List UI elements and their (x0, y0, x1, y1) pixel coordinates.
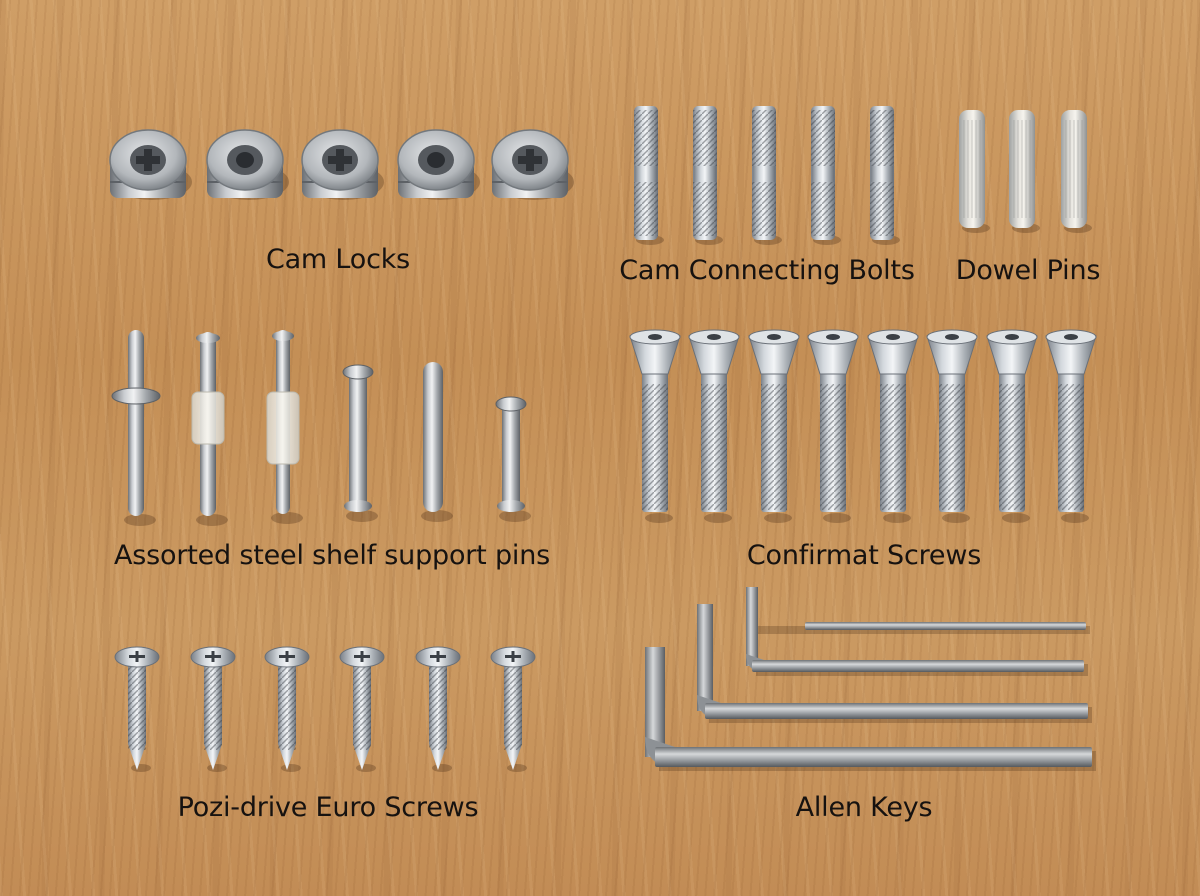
confirmat-screws-group (629, 329, 1097, 523)
label-euro-screws: Pozi-drive Euro Screws (177, 792, 479, 823)
confirmat-screw (629, 329, 681, 523)
confirmat-screw (926, 329, 978, 523)
cam-connecting-bolts-group (634, 106, 900, 245)
shelf-support-pin (266, 330, 303, 524)
euro-screws-group (114, 646, 536, 772)
label-allen-keys: Allen Keys (795, 792, 933, 823)
shelf-support-pin (342, 364, 378, 522)
cam-lock (491, 129, 574, 200)
shelf-support-pin (111, 330, 161, 526)
confirmat-screw (867, 329, 919, 523)
euro-screw (415, 646, 461, 772)
label-confirmat-screws: Confirmat Screws (746, 540, 982, 571)
label-dowel-pins: Dowel Pins (955, 255, 1101, 286)
dowel-pin (959, 110, 990, 233)
euro-screw (264, 646, 310, 772)
allen-key (756, 622, 1090, 634)
shelf-support-pin (191, 332, 228, 526)
cam-connecting-bolt (634, 106, 664, 245)
cam-lock (397, 129, 480, 200)
shelf-support-pin (421, 362, 453, 522)
euro-screw (114, 646, 160, 772)
euro-screw (490, 646, 536, 772)
cam-locks-group (109, 129, 574, 200)
label-shelf-support-pins: Assorted steel shelf support pins (114, 540, 550, 571)
shelf-support-pins-group (111, 330, 531, 526)
allen-key (746, 587, 1088, 676)
confirmat-screw (688, 329, 740, 523)
cam-lock (206, 129, 289, 200)
dowel-pins-group (959, 110, 1092, 233)
cam-lock (301, 129, 384, 200)
dowel-pin (1061, 110, 1092, 233)
allen-key (697, 604, 1092, 723)
cam-connecting-bolt (811, 106, 841, 245)
allen-keys-group (645, 587, 1096, 771)
cam-connecting-bolt (693, 106, 723, 245)
confirmat-screw (748, 329, 800, 523)
shelf-support-pin (495, 396, 531, 522)
euro-screw (190, 646, 236, 772)
cam-connecting-bolt (752, 106, 782, 245)
dowel-pin (1009, 110, 1040, 233)
confirmat-screw (807, 329, 859, 523)
cam-lock (109, 129, 192, 200)
euro-screw (339, 646, 385, 772)
confirmat-screw (1045, 329, 1097, 523)
cam-connecting-bolt (870, 106, 900, 245)
label-cam-connecting-bolts: Cam Connecting Bolts (619, 255, 915, 286)
allen-key (645, 647, 1096, 771)
confirmat-screw (986, 329, 1038, 523)
label-cam-locks: Cam Locks (265, 244, 411, 275)
